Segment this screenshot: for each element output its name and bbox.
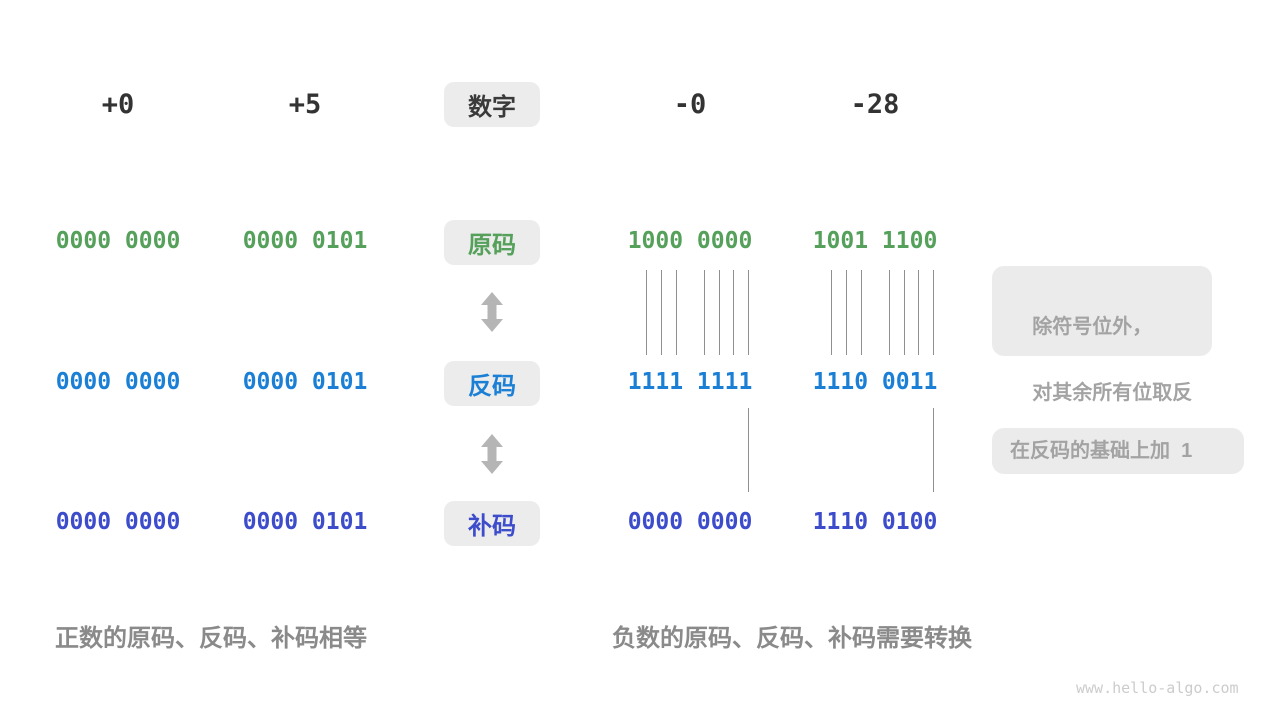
note-add-one: 在反码的基础上加 1 xyxy=(992,428,1244,474)
bit-guide-line xyxy=(831,270,832,355)
bit-guide-line xyxy=(933,408,934,492)
sign-magnitude-plus5: 0000 0101 xyxy=(242,228,368,254)
bit-guide-line xyxy=(904,270,905,355)
twos-complement-plus5: 0000 0101 xyxy=(242,509,368,535)
watermark: www.hello-algo.com xyxy=(1076,679,1239,697)
header-number-minus28: -28 xyxy=(850,89,900,120)
header-number-plus0: +0 xyxy=(101,89,135,120)
caption-negative: 负数的原码、反码、补码需要转换 xyxy=(612,625,972,652)
sign-magnitude-minus0: 1000 0000 xyxy=(627,228,753,254)
twos-complement-plus0: 0000 0000 xyxy=(55,509,181,535)
updown-arrow-icon xyxy=(481,292,503,332)
bit-guide-line xyxy=(646,270,647,355)
bit-guide-line xyxy=(676,270,677,355)
twos-complement-minus0: 0000 0000 xyxy=(627,509,753,535)
note-invert-line1: 除符号位外， xyxy=(1032,316,1153,338)
bit-guide-line xyxy=(933,270,934,355)
sign-magnitude-plus0: 0000 0000 xyxy=(55,228,181,254)
header-number-plus5: +5 xyxy=(288,89,322,120)
header-number-minus0: -0 xyxy=(673,89,707,120)
bit-guide-line xyxy=(748,408,749,492)
tag-sign-magnitude: 原码 xyxy=(444,220,540,265)
bit-guide-line xyxy=(733,270,734,355)
tag-number: 数字 xyxy=(444,82,540,127)
updown-arrow-icon xyxy=(481,434,503,474)
ones-complement-minus0: 1111 1111 xyxy=(627,369,753,395)
note-invert-bits: 除符号位外， 对其余所有位取反 xyxy=(992,266,1212,404)
bit-guide-line xyxy=(719,270,720,355)
bit-guide-line xyxy=(846,270,847,355)
note-invert-line2: 对其余所有位取反 xyxy=(1032,382,1193,404)
ones-complement-plus0: 0000 0000 xyxy=(55,369,181,395)
bit-guide-line xyxy=(918,270,919,355)
ones-complement-plus5: 0000 0101 xyxy=(242,369,368,395)
tag-twos-complement: 补码 xyxy=(444,501,540,546)
bit-guide-line xyxy=(889,270,890,355)
sign-magnitude-minus28: 1001 1100 xyxy=(812,228,938,254)
bit-guide-line xyxy=(661,270,662,355)
ones-complement-minus28: 1110 0011 xyxy=(812,369,938,395)
bit-guide-line xyxy=(704,270,705,355)
tag-ones-complement: 反码 xyxy=(444,361,540,406)
bit-guide-line xyxy=(748,270,749,355)
caption-positive: 正数的原码、反码、补码相等 xyxy=(55,625,367,652)
bit-guide-line xyxy=(861,270,862,355)
twos-complement-minus28: 1110 0100 xyxy=(812,509,938,535)
